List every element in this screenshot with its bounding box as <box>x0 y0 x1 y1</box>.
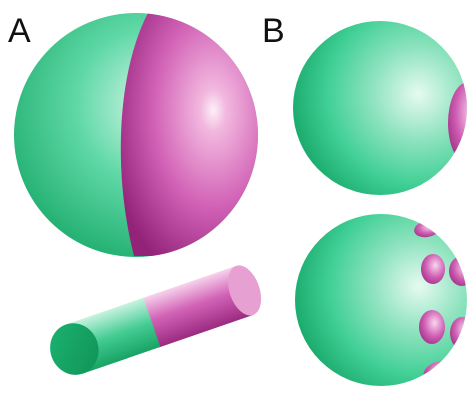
patchy-sphere-multi <box>295 214 475 386</box>
patch <box>419 310 445 344</box>
patch <box>421 254 445 284</box>
janus-rod-a <box>43 261 267 381</box>
patch <box>449 256 475 286</box>
janus-sphere-a <box>14 13 270 257</box>
magenta-hemisphere <box>121 13 270 256</box>
panel-label-a: A <box>8 14 31 48</box>
patch <box>450 317 474 349</box>
patchy-sphere-single <box>293 21 475 195</box>
panel-label-b: B <box>262 14 285 48</box>
